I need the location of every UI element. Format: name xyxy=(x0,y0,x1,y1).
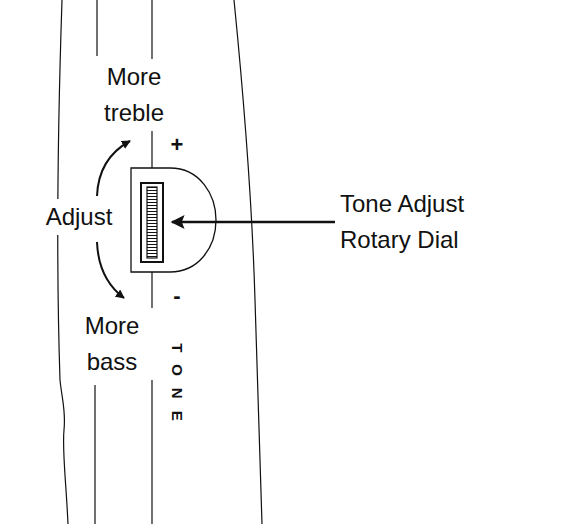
adjust-label: Adjust xyxy=(44,199,115,235)
body-outline-right xyxy=(234,0,262,524)
body-outline-left xyxy=(58,0,68,524)
adjust-arrow-down xyxy=(97,242,124,298)
direction-label: More treble xyxy=(87,59,181,131)
plus-sign: + xyxy=(169,133,186,157)
minus-sign: - xyxy=(171,284,182,308)
adjust-arrow-up xyxy=(97,141,130,196)
rotary-dial xyxy=(141,183,163,262)
dial-knurling xyxy=(147,187,157,258)
leader-arrow xyxy=(172,221,335,224)
body-seam xyxy=(96,0,97,56)
tone-marking: TONE xyxy=(168,331,186,432)
dial-housing xyxy=(131,168,216,272)
direction-label: More bass xyxy=(70,308,154,380)
body-seam xyxy=(94,385,95,524)
callout-label: Tone Adjust Rotary Dial xyxy=(338,186,527,258)
